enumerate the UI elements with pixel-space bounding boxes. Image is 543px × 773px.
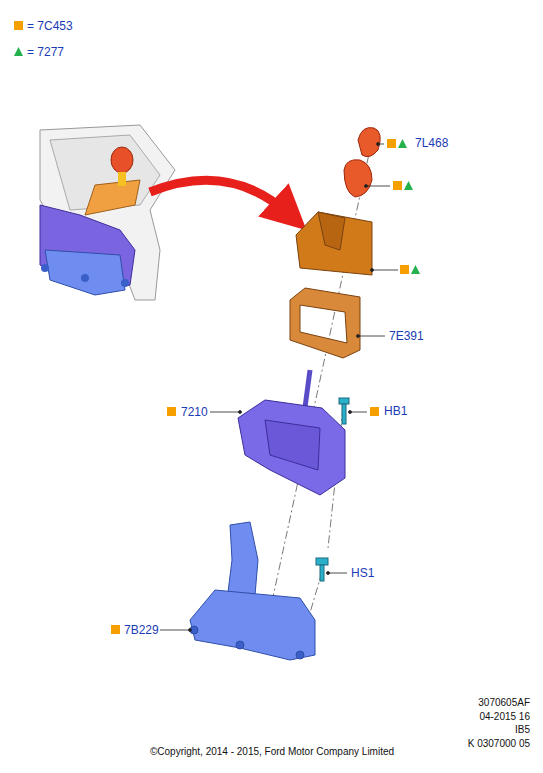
transfer-arrow	[150, 180, 290, 215]
part-number: HB1	[384, 404, 407, 418]
shift-mechanism	[238, 370, 345, 495]
part-number: HS1	[351, 566, 374, 580]
center-line	[268, 140, 372, 620]
console-inset	[40, 125, 175, 300]
boot-frame	[290, 288, 360, 358]
knob-cap	[358, 128, 380, 157]
leader-lines	[160, 143, 398, 632]
gear-knob	[344, 160, 372, 197]
legend-triangle	[14, 47, 23, 56]
mounting-bracket	[190, 522, 315, 660]
legend-text: = 7C453	[27, 19, 73, 33]
part-markers	[111, 139, 420, 634]
illustration-code: 3070605AF	[478, 697, 530, 709]
part-number: 7B229	[124, 623, 159, 637]
gear-boot	[296, 212, 372, 275]
reference-code: K 0307000 05	[468, 738, 530, 750]
part-number: 7L468	[415, 136, 448, 150]
part-number: 7210	[181, 405, 208, 419]
part-number: 7E391	[389, 329, 424, 343]
bolt	[316, 558, 328, 581]
revision-code: IB5	[515, 724, 530, 736]
bolt	[339, 398, 349, 424]
legend-swatch	[14, 21, 23, 30]
legend-text: = 7277	[27, 45, 64, 59]
copyright-note: ©Copyright, 2014 - 2015, Ford Motor Comp…	[150, 746, 394, 758]
date-code: 04-2015 16	[479, 711, 530, 723]
